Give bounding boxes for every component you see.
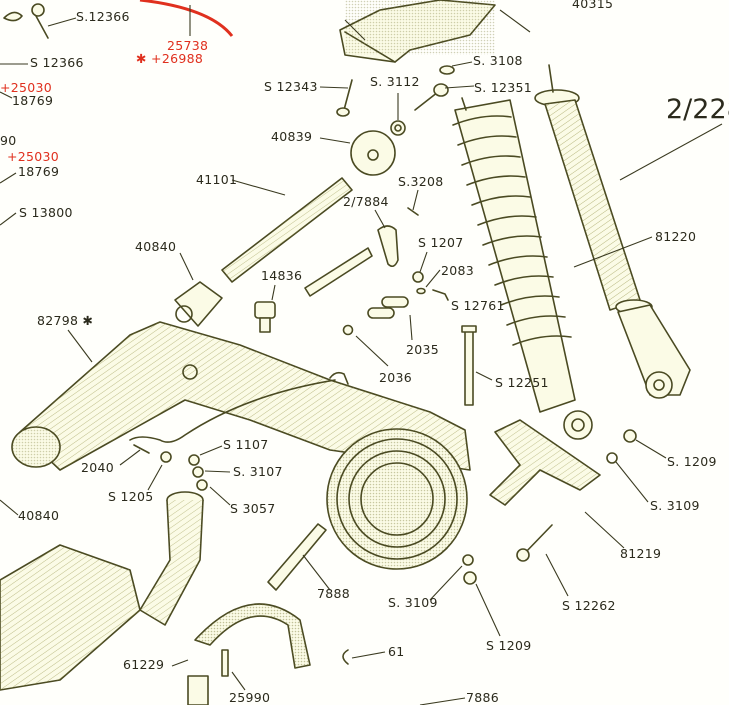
nut-1107 [188, 454, 200, 466]
label-S3112: S. 3112 [370, 74, 420, 89]
washer-3112 [390, 120, 406, 136]
swing-arm-82798 [11, 321, 471, 471]
label-S3208: S.3208 [398, 174, 444, 189]
nut-1209-mid [463, 571, 477, 585]
label-61: 61 [388, 644, 405, 659]
label-40840-bottom: 40840 [18, 508, 60, 523]
label-14836: 14836 [261, 268, 303, 283]
brake-shoe [187, 603, 311, 705]
label-26988: ✱ +26988 [136, 51, 204, 66]
screw-12366 [3, 3, 49, 39]
damper-2-228 [534, 64, 691, 399]
washer-3107 [192, 466, 204, 478]
pin-shaft [304, 247, 373, 297]
brake-cable [129, 379, 336, 443]
leader-lines [0, 9, 723, 705]
label-S3057: S 3057 [230, 501, 276, 516]
bracket-81219 [489, 419, 601, 506]
label-S12343: S 12343 [264, 79, 318, 94]
label-S12351: S. 12351 [474, 80, 533, 95]
label-41101: 41101 [196, 172, 238, 187]
label-18769-b: 18769 [18, 164, 60, 179]
link-2035b [367, 307, 395, 319]
washer-3109-right [606, 452, 618, 464]
label-81220: 81220 [655, 229, 697, 244]
label-S1205: S 1205 [108, 489, 154, 504]
label-S12761: S 12761 [451, 298, 505, 313]
label-2036: 2036 [379, 370, 413, 385]
label-S1209-right: S. 1209 [667, 454, 717, 469]
pin-2083 [416, 287, 426, 295]
clip-61 [342, 649, 349, 665]
label-S13800: S 13800 [19, 205, 73, 220]
pin-12262 [516, 524, 553, 562]
label-S3107: S. 3107 [233, 464, 283, 479]
exhaust-pipe [139, 491, 204, 626]
label-S3109-mid: S. 3109 [388, 595, 438, 610]
lever-7884 [377, 225, 399, 268]
coil-spring-damper [452, 97, 593, 440]
washer-3108 [439, 65, 455, 75]
nut-1207 [412, 271, 424, 283]
label-S12262: S 12262 [562, 598, 616, 613]
bolt-12351 [414, 83, 449, 111]
label-figure-ref: 2/228 [666, 94, 729, 125]
bush-40840 [174, 281, 223, 327]
label-S12251: S 12251 [495, 375, 549, 390]
brake-drum [326, 428, 468, 570]
washer-40839 [350, 130, 396, 176]
label-18769-a: 18769 [12, 93, 54, 108]
screw-3057 [196, 479, 208, 491]
label-2040: 2040 [81, 460, 115, 475]
pin-7888 [267, 523, 327, 591]
nut-1205 [160, 451, 172, 463]
label-2083: 2083 [441, 263, 475, 278]
label-S12366-top: S.12366 [76, 9, 130, 24]
screw-2036 [342, 324, 354, 336]
bolt-12251 [461, 325, 477, 406]
label-81219: 81219 [620, 546, 662, 561]
label-S1209-mid: S 1209 [486, 638, 532, 653]
label-25738: 25738 [167, 38, 209, 53]
washer-3109-mid [462, 554, 474, 566]
label-25990: 25990 [229, 690, 271, 705]
label-40840-top: 40840 [135, 239, 177, 254]
clip-12761 [432, 289, 449, 301]
label-S12366-mid: S 12366 [30, 55, 84, 70]
label-25030-b: +25030 [7, 149, 60, 164]
label-7886: 7886 [466, 690, 500, 705]
label-S1107: S 1107 [223, 437, 269, 452]
label-40315: 40315 [572, 0, 614, 11]
label-25030-a: +25030 [0, 80, 53, 95]
red-bracket-arc [139, 0, 234, 37]
label-90: 90 [0, 133, 17, 148]
rod-41101 [221, 177, 353, 283]
plug-14836 [254, 301, 276, 333]
nut-1209-right [623, 429, 637, 443]
upper-bracket [339, 0, 496, 63]
silencer [0, 544, 141, 691]
label-7888: 7888 [317, 586, 351, 601]
label-S3108: S. 3108 [473, 53, 523, 68]
label-61229: 61229 [123, 657, 165, 672]
label-2035: 2035 [406, 342, 440, 357]
link-2035a [381, 296, 409, 308]
nipple-2040 [133, 444, 150, 454]
label-S1207: S 1207 [418, 235, 464, 250]
bolt-12343 [336, 79, 353, 117]
label-S3109-right: S. 3109 [650, 498, 700, 513]
label-82798: 82798 ✱ [37, 313, 94, 328]
label-2-7884: 2/7884 [343, 194, 389, 209]
label-40839: 40839 [271, 129, 313, 144]
